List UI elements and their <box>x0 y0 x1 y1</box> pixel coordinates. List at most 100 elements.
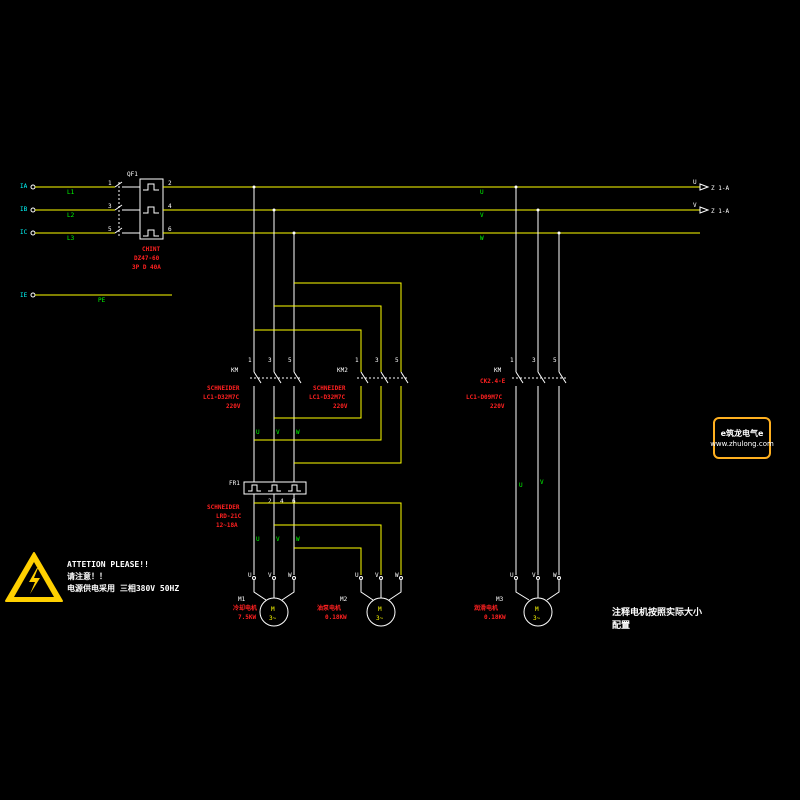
km2-pin-3: 3 <box>375 357 379 364</box>
qf1-contact-1 <box>114 181 140 188</box>
zhulong-logo: e筑龙电气e www.zhulong.com <box>710 417 774 459</box>
km2-voltage: 220V <box>333 403 348 410</box>
branch-right: 1 3 5 KM CK2.4-E LC1-D09M7C 220V U V U V… <box>466 187 567 627</box>
terminal-pe <box>30 292 36 298</box>
fr1-rating: 12~18A <box>216 522 238 529</box>
km-wire-mark-u: U <box>256 429 260 436</box>
m3-leads <box>515 580 560 601</box>
km-pin-5: 5 <box>288 357 292 364</box>
km2-contact-v <box>380 371 389 384</box>
m2-symbol-bottom: 3~ <box>376 615 384 622</box>
fr1-pin-2: 2 <box>268 498 272 505</box>
fr1-pin-4: 4 <box>280 498 284 505</box>
m3-pin-v: V <box>532 572 536 579</box>
km-wire-mark-v: V <box>276 429 280 436</box>
output-label-u: U <box>693 179 697 186</box>
right-wire-mark-v: V <box>540 479 544 486</box>
note-line2: 配置 <box>612 620 630 631</box>
m3-terminal-u <box>514 576 518 580</box>
terminal-tag-l2: IB <box>20 206 28 213</box>
warning-line3: 电源供电采用 三相380V 50HZ <box>67 583 179 593</box>
km3-contact-v <box>537 371 546 575</box>
fr1-element-w <box>288 484 301 492</box>
m2-feed-v <box>274 524 382 575</box>
km2-out-w <box>294 386 402 464</box>
km2-out-u <box>274 386 362 419</box>
m1-power: 7.5KW <box>238 614 256 621</box>
km-model: LC1-D32M7C <box>203 394 240 401</box>
branch-left: 1 3 5 1 3 5 KM SCHNEIDER LC1-D32M7C 220V… <box>203 187 409 627</box>
qf1-trip-1 <box>143 183 159 191</box>
qf1-pin-in-3: 3 <box>108 203 112 210</box>
feed-km2-u <box>254 329 362 372</box>
fr1-tag: FR1 <box>229 480 240 487</box>
m3-symbol-bottom: 3~ <box>533 615 541 622</box>
terminal-l2 <box>30 207 36 213</box>
km2-pin-1: 1 <box>355 357 359 364</box>
km2-pin-5: 5 <box>395 357 399 364</box>
output-label-v: V <box>693 202 697 209</box>
warning-title: ATTETION PLEASE!! <box>67 560 149 569</box>
m2-name: 油泵电机 <box>317 604 341 612</box>
output-dest-u: Z 1-A <box>711 185 729 192</box>
output-dest-v: Z 1-A <box>711 208 729 215</box>
km3-pin-1: 1 <box>510 357 514 364</box>
bus-label-v: V <box>480 212 484 219</box>
line-label-l1: L1 <box>67 189 75 196</box>
km2-brand: SCHNEIDER <box>313 385 346 392</box>
fr1-brand: SCHNEIDER <box>207 504 240 511</box>
fr1-element-v <box>268 484 281 492</box>
qf1-pin-out-6: 6 <box>168 226 172 233</box>
supply-section: IA IB IC IE L1 L2 L3 PE <box>20 183 172 304</box>
m2-symbol-top: M <box>378 606 382 613</box>
bus-bars: U V W U V Z 1-A Z 1-A <box>163 179 729 242</box>
km3-pin-5: 5 <box>553 357 557 364</box>
km2-out-v <box>254 386 382 441</box>
qf1-rating: 3P D 40A <box>132 264 161 271</box>
km3-model: LC1-D09M7C <box>466 394 503 401</box>
warning-line2: 请注意！！ <box>67 571 107 581</box>
km3-brand: CK2.4-E <box>480 378 506 385</box>
m1-name: 冷却电机 <box>233 604 257 612</box>
km2-contact-w <box>400 371 409 384</box>
m2-power: 0.18KW <box>325 614 347 621</box>
fr1-body <box>243 481 307 495</box>
m2-pin-u: U <box>355 572 359 579</box>
m1-tag: M1 <box>238 596 246 603</box>
note-block: 注释电机按照实际大小 配置 <box>612 606 702 631</box>
m3-terminal-w <box>557 576 561 580</box>
km3-contact-w <box>558 371 567 575</box>
m3-terminal-v <box>536 576 540 580</box>
line-label-l2: L2 <box>67 212 75 219</box>
m3-pin-w: W <box>553 572 557 579</box>
qf1-model: CHINT <box>142 246 160 253</box>
m1-terminal-v <box>272 576 276 580</box>
output-arrow-v <box>699 206 710 214</box>
fr-wire-mark-w: W <box>296 536 300 543</box>
m1-leads <box>253 580 295 601</box>
m1-pin-v: V <box>268 572 272 579</box>
terminal-tag-l1: IA <box>20 183 28 190</box>
terminal-tag-l3: IC <box>20 229 28 236</box>
km3-voltage: 220V <box>490 403 505 410</box>
line-label-pe: PE <box>98 297 106 304</box>
output-arrow-u <box>699 183 710 191</box>
m2-terminal-w <box>399 576 403 580</box>
m2-tag: M2 <box>340 596 348 603</box>
qf1-pin-out-2: 2 <box>168 180 172 187</box>
m1-pin-w: W <box>288 572 292 579</box>
m2-pin-w: W <box>395 572 399 579</box>
motor-m2 <box>366 597 396 627</box>
m1-symbol-top: M <box>271 606 275 613</box>
m3-power: 0.18KW <box>484 614 506 621</box>
feed-km2-w <box>294 282 402 372</box>
line-label-l3: L3 <box>67 235 75 242</box>
motor-m3 <box>523 597 553 627</box>
m2-pin-v: V <box>375 572 379 579</box>
m2-feed-u <box>294 547 362 575</box>
bus-label-u: U <box>480 189 484 196</box>
m2-terminal-v <box>379 576 383 580</box>
qf1-body <box>139 178 164 240</box>
m1-symbol-bottom: 3~ <box>269 615 277 622</box>
